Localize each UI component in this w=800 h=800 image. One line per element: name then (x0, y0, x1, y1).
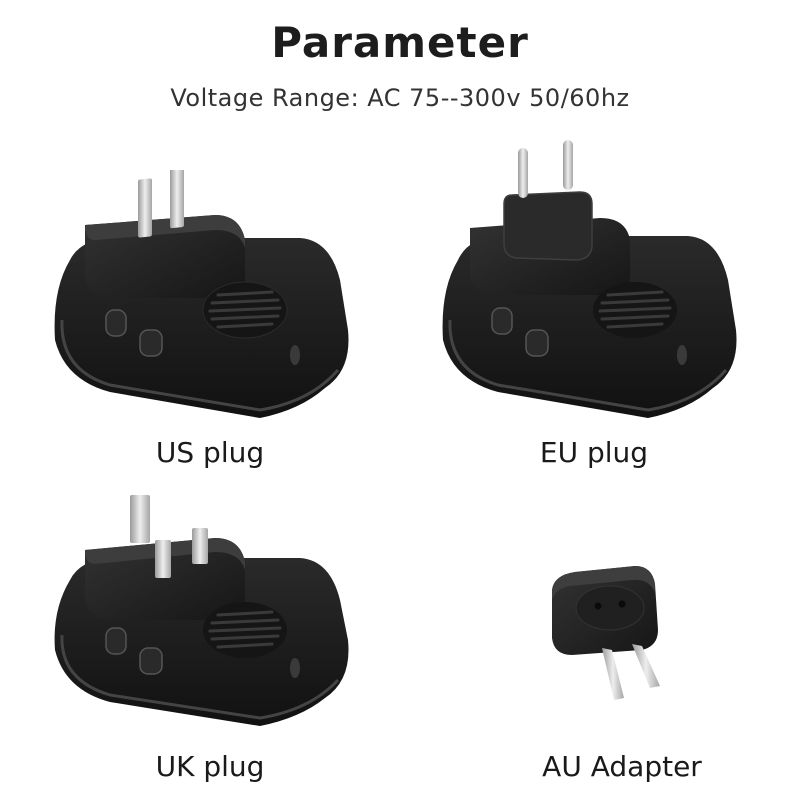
us-plug-doorbell-receiver-icon (54, 170, 349, 418)
au-adapter-icon (552, 566, 660, 700)
uk-plug-product (40, 490, 370, 740)
au-adapter-caption: AU Adapter (542, 750, 702, 783)
us-plug-product (40, 170, 370, 430)
au-adapter-product (540, 560, 670, 710)
page-title: Parameter (271, 18, 529, 67)
voltage-range-text: Voltage Range: AC 75--300v 50/60hz (170, 84, 630, 112)
eu-plug-doorbell-receiver-icon (442, 140, 737, 418)
eu-plug-caption: EU plug (539, 436, 649, 469)
us-plug-caption: US plug (155, 436, 265, 469)
uk-plug-doorbell-receiver-icon (54, 495, 349, 726)
uk-plug-caption: UK plug (155, 750, 265, 783)
eu-plug-product (430, 140, 760, 430)
